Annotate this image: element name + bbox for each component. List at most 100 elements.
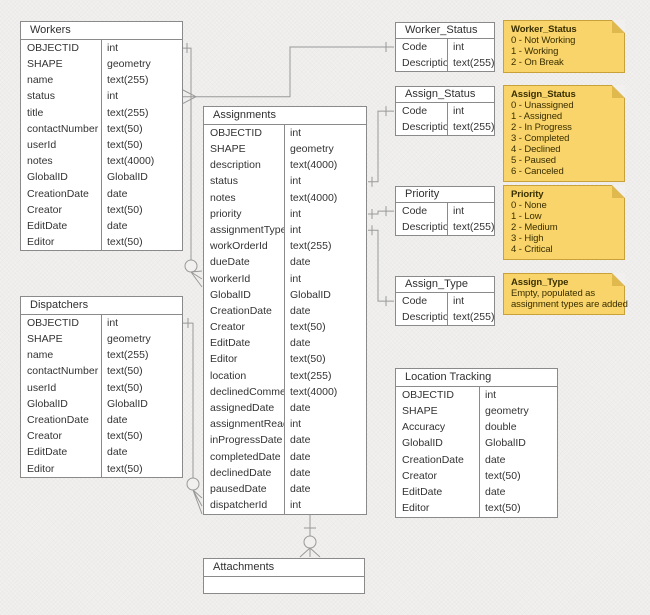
- connector-line: [368, 229, 394, 302]
- table-attachments[interactable]: Attachments: [203, 558, 365, 595]
- field-type: text(50): [290, 354, 326, 365]
- field-type: geometry: [107, 334, 151, 345]
- note-line: 3 - Completed: [511, 133, 570, 144]
- field-name: description: [210, 160, 261, 171]
- field-name: status: [27, 91, 56, 102]
- cardinality-one-tick-icon: [371, 106, 387, 187]
- connector-assignments-priority[interactable]: [368, 206, 394, 219]
- field-type: text(255): [453, 312, 494, 323]
- table-title: Assign_Status: [405, 88, 476, 100]
- field-name: Code: [402, 41, 428, 53]
- connector-workers-worker-status[interactable]: [182, 42, 394, 104]
- field-row: name text(255): [21, 72, 182, 88]
- note-line: 4 - Critical: [511, 244, 553, 255]
- field-name: status: [210, 176, 239, 187]
- field-type: date: [290, 451, 311, 463]
- field-name: EditDate: [27, 220, 68, 232]
- field-name: Code: [402, 295, 428, 307]
- field-type: text(50): [290, 322, 326, 333]
- table-assign-type[interactable]: Assign_TypeCodeintDescriptiontext(255): [395, 276, 495, 327]
- field-name: Editor: [27, 237, 55, 248]
- connector-assignments-assign-status[interactable]: [368, 106, 394, 187]
- connector-assignments-attachments[interactable]: [299, 514, 321, 558]
- field-name: notes: [210, 192, 236, 204]
- field-name: Description: [402, 58, 447, 69]
- crowfoot-many-icon: [182, 89, 197, 104]
- field-type: date: [290, 483, 311, 495]
- field-name: Description: [402, 222, 447, 233]
- field-name: CreationDate: [27, 414, 89, 426]
- note-line: 0 - Unassigned: [511, 100, 574, 111]
- field-type: int: [107, 317, 119, 329]
- field-type: geometry: [290, 144, 334, 155]
- connector-dispatchers-assignments[interactable]: [183, 318, 203, 515]
- crowfoot-many-icon: [192, 489, 203, 515]
- field-type: date: [290, 338, 311, 349]
- field-name: name: [27, 75, 54, 86]
- field-name: Creator: [210, 322, 246, 333]
- note-line: 5 - Paused: [511, 155, 556, 166]
- field-name: title: [27, 107, 44, 119]
- field-type: text(4000): [290, 386, 338, 398]
- note-line: 4 - Declined: [511, 144, 561, 155]
- note-line: 1 - Assigned: [511, 111, 563, 122]
- field-name: contactNumber: [27, 366, 99, 377]
- field-name: OBJECTID: [402, 389, 454, 401]
- field-name: GlobalID: [402, 438, 443, 449]
- column-divider: [479, 387, 480, 517]
- field-row: SHAPE geometry: [204, 141, 366, 157]
- connector-assignments-assign-type[interactable]: [368, 225, 394, 307]
- cardinality-one-tick-icon: [371, 206, 387, 219]
- column-divider: [447, 39, 448, 72]
- field-type: text(50): [485, 470, 521, 482]
- field-type: text(50): [107, 366, 143, 377]
- field-name: workerId: [210, 273, 251, 285]
- field-type: GlobalID: [485, 438, 526, 449]
- cardinality-zero-circle-icon: [184, 259, 198, 273]
- field-name: CreationDate: [402, 454, 464, 466]
- table-assign-status[interactable]: Assign_StatusCodeintDescriptiontext(255): [395, 86, 495, 137]
- field-row: contactNumber text(50): [21, 364, 182, 380]
- field-type: text(255): [107, 75, 149, 86]
- field-row: GlobalID GlobalID: [396, 436, 557, 452]
- table-priority[interactable]: PriorityCodeintDescriptiontext(255): [395, 186, 495, 237]
- field-type: geometry: [485, 406, 529, 417]
- field-name: OBJECTID: [27, 317, 79, 329]
- field-name: SHAPE: [210, 144, 246, 155]
- connector-workers-assignments[interactable]: [183, 43, 203, 288]
- field-type: text(255): [290, 241, 332, 252]
- field-name: GlobalID: [210, 289, 251, 301]
- table-worker-status[interactable]: Worker_StatusCodeintDescriptiontext(255): [395, 22, 495, 73]
- field-type: int: [290, 208, 302, 220]
- note-title: Priority: [511, 189, 544, 200]
